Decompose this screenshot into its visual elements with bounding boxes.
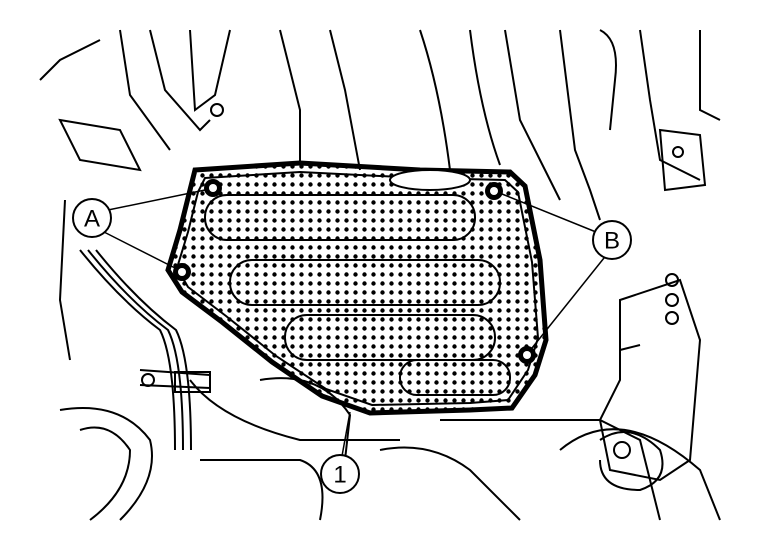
bolt-b-lower xyxy=(518,346,536,364)
leader-lines xyxy=(103,189,605,457)
callout-b: B xyxy=(592,220,632,260)
bolt-b-upper xyxy=(485,182,503,200)
callout-b-label: B xyxy=(604,228,620,255)
callout-1-label: 1 xyxy=(333,462,346,489)
callout-a-label: A xyxy=(84,206,100,233)
bolt-a-upper xyxy=(204,179,222,197)
undercover-panel xyxy=(165,160,549,416)
callout-a: A xyxy=(72,198,112,238)
bolt-a-lower xyxy=(173,263,191,281)
callout-1: 1 xyxy=(320,454,360,494)
vehicle-body-background xyxy=(39,29,721,521)
